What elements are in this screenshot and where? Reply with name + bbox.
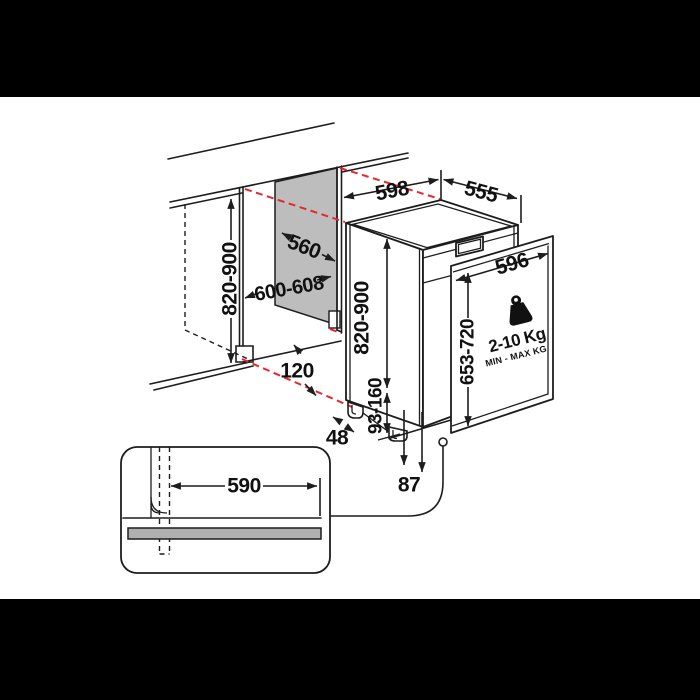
dimension-front-clearance: 48 xyxy=(326,416,355,450)
control-panel xyxy=(455,235,484,258)
weight-icon xyxy=(509,295,533,326)
door-height-label: 653-720 xyxy=(458,319,479,385)
adjustable-foot-rear xyxy=(347,400,364,419)
dimension-door-height: 653-720 xyxy=(458,272,479,427)
appliance-height-label: 820-900 xyxy=(351,281,374,355)
diagram-canvas: 2-10 Kg MIN - MAX KG 820-900 560 xyxy=(0,97,700,599)
hose-hole-marker xyxy=(438,437,448,447)
hose-offset-label: 87 xyxy=(398,474,420,497)
dishwasher-installation-diagram: 2-10 Kg MIN - MAX KG 820-900 560 xyxy=(120,122,554,574)
dimension-plinth-recess: 120 xyxy=(280,344,317,397)
dimension-plinth-width: 590 xyxy=(170,475,321,516)
plinth-width-label: 590 xyxy=(227,475,261,498)
feet-adjust-label: 93-160 xyxy=(366,378,387,434)
niche-right-wall xyxy=(336,165,343,334)
niche-spacer-block xyxy=(328,310,341,329)
dimension-appliance-width: 598 xyxy=(343,170,442,205)
plinth-board xyxy=(127,527,322,540)
dimension-feet-adjust: 93-160 xyxy=(366,378,391,434)
kitchen-counter xyxy=(167,122,409,209)
letterbox-bottom xyxy=(0,599,700,700)
plinth-recess-label: 120 xyxy=(280,360,314,383)
detail-leader xyxy=(329,437,448,517)
dimension-niche-height: 820-900 xyxy=(219,198,242,364)
niche-height-label: 820-900 xyxy=(219,242,242,316)
plinth-detail-inset: 590 xyxy=(120,446,331,574)
letterbox-top xyxy=(0,0,700,97)
floor-reference-line xyxy=(377,433,401,441)
appliance-depth-label: 555 xyxy=(462,177,501,208)
dimension-appliance-height: 820-900 xyxy=(351,238,391,389)
dimension-hose-offset: 87 xyxy=(398,410,426,497)
niche-left-wall xyxy=(149,186,342,391)
hidden-outline xyxy=(184,204,249,360)
front-clearance-label: 48 xyxy=(326,427,349,450)
